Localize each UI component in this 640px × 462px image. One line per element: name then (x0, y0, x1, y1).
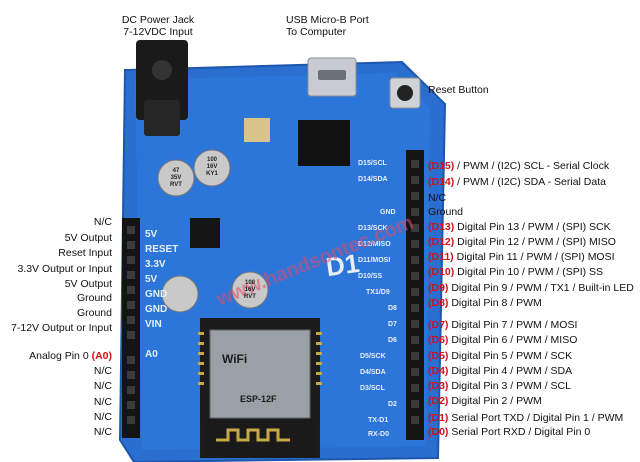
dc-power-jack (136, 40, 188, 136)
esp8266-module (200, 318, 320, 458)
silk-d4: D4/SDA (360, 369, 386, 376)
right-pin-label-d15: (D15) / PWM / (I2C) SCL - Serial Clock (428, 160, 610, 172)
usb-micro-b-port (307, 57, 357, 97)
capacitor-mid (231, 271, 269, 309)
right-pin-label-d3: (D3) Digital Pin 3 / PWM / SCL (428, 380, 571, 392)
right-header-pins (411, 160, 419, 424)
right-pin-label-d13: (D13) Digital Pin 13 / PWM / (SPI) SCK (428, 221, 611, 233)
silk-wifi: WiFi (222, 352, 248, 366)
left-pin-label: N/C (93, 396, 112, 408)
silk-d15: D15/SCL (358, 160, 387, 167)
left-pin-label: 5V Output (64, 232, 112, 244)
silk-d1: TX-D1 (368, 417, 389, 424)
usb-serial-chip (298, 120, 350, 166)
right-pin-label-d7: (D7) Digital Pin 7 / PWM / MOSI (428, 319, 578, 331)
silk-d14: D14/SDA (358, 176, 388, 183)
left-pin-label: N/C (93, 380, 112, 392)
right-pin-label-d0: (D0) Serial Port RXD / Digital Pin 0 (428, 426, 591, 438)
right-pin-label-d5: (D5) Digital Pin 5 / PWM / SCK (428, 350, 573, 362)
capacitor-mid-left (161, 275, 199, 313)
left-pin-label: 3.3V Output or Input (17, 263, 112, 275)
silk-d9: TX1/D9 (366, 289, 390, 296)
silk-d2: D2 (388, 401, 397, 408)
right-pin-label-d6: (D6) Digital Pin 6 / PWM / MISO (428, 334, 578, 346)
right-pin-label-d2: (D2) Digital Pin 2 / PWM (428, 395, 542, 407)
silk-5v: 5V (145, 229, 158, 240)
silk-d6: D6 (388, 337, 397, 344)
right-pin-label-gnd: Ground (428, 206, 464, 218)
silk-d8: D8 (388, 305, 397, 312)
left-pin-label: N/C (93, 365, 112, 377)
left-pin-label: N/C (93, 426, 112, 438)
silk-d10: D10/SS (358, 273, 383, 280)
right-pin-label-d12: (D12) Digital Pin 12 / PWM / (SPI) MISO (428, 236, 616, 248)
silk-5v-2: 5V (145, 274, 158, 285)
silk-3v3: 3.3V (145, 259, 166, 270)
voltage-regulator (190, 218, 220, 248)
reset-button (389, 77, 421, 109)
usb-label: USB Micro-B Port To Computer (286, 14, 369, 38)
left-pin-label: N/C (93, 411, 112, 423)
right-pin-label-d8: (D8) Digital Pin 8 / PWM (428, 297, 542, 309)
right-pin-label-nc: N/C (428, 192, 447, 204)
left-header-pins (127, 226, 135, 424)
silk-vin: VIN (145, 319, 162, 330)
capacitor-top (193, 149, 231, 187)
left-pin-label-a0: Analog Pin 0 (A0) (29, 350, 112, 362)
silk-a0: A0 (145, 349, 158, 360)
silk-gnd-right: GND (380, 209, 396, 216)
left-pin-label: 5V Output (64, 278, 112, 290)
right-pin-label-d10: (D10) Digital Pin 10 / PWM / (SPI) SS (428, 266, 604, 278)
capacitor-left (157, 159, 195, 197)
silk-d7: D7 (388, 321, 397, 328)
right-pin-label-d9: (D9) Digital Pin 9 / PWM / TX1 / Built-i… (428, 282, 634, 294)
silk-gnd-2: GND (145, 304, 168, 315)
silk-d5: D5/SCK (360, 353, 386, 360)
crystal (244, 118, 270, 142)
silk-d3: D3/SCL (360, 385, 385, 392)
left-pin-label: N/C (93, 216, 112, 228)
left-pin-label: Ground (76, 307, 112, 319)
silk-esp12f: ESP-12F (240, 394, 277, 404)
left-pin-label: Ground (76, 292, 112, 304)
left-header (122, 218, 140, 438)
dc-jack-label: DC Power Jack 7-12VDC Input (121, 14, 195, 38)
right-pin-label-d14: (D14) / PWM / (I2C) SDA - Serial Data (428, 176, 606, 188)
right-pin-label-d4: (D4) Digital Pin 4 / PWM / SDA (428, 365, 573, 377)
silk-d11: D11/MOSI (358, 257, 391, 264)
silk-d0: RX-D0 (368, 431, 390, 438)
left-pin-label: Reset Input (58, 247, 112, 259)
right-pin-label-d1: (D1) Serial Port TXD / Digital Pin 1 / P… (428, 412, 624, 424)
left-pin-label: 7-12V Output or Input (11, 322, 112, 334)
reset-button-label: Reset Button (428, 84, 489, 96)
esp-module-pins (198, 332, 322, 385)
silk-d13: D13/SCK (358, 225, 388, 232)
right-pin-label-d11: (D11) Digital Pin 11 / PWM / (SPI) MOSI (428, 251, 615, 263)
silk-d12: D12/MISO (358, 241, 391, 248)
silk-gnd: GND (145, 289, 168, 300)
silk-reset: RESET (145, 244, 179, 255)
